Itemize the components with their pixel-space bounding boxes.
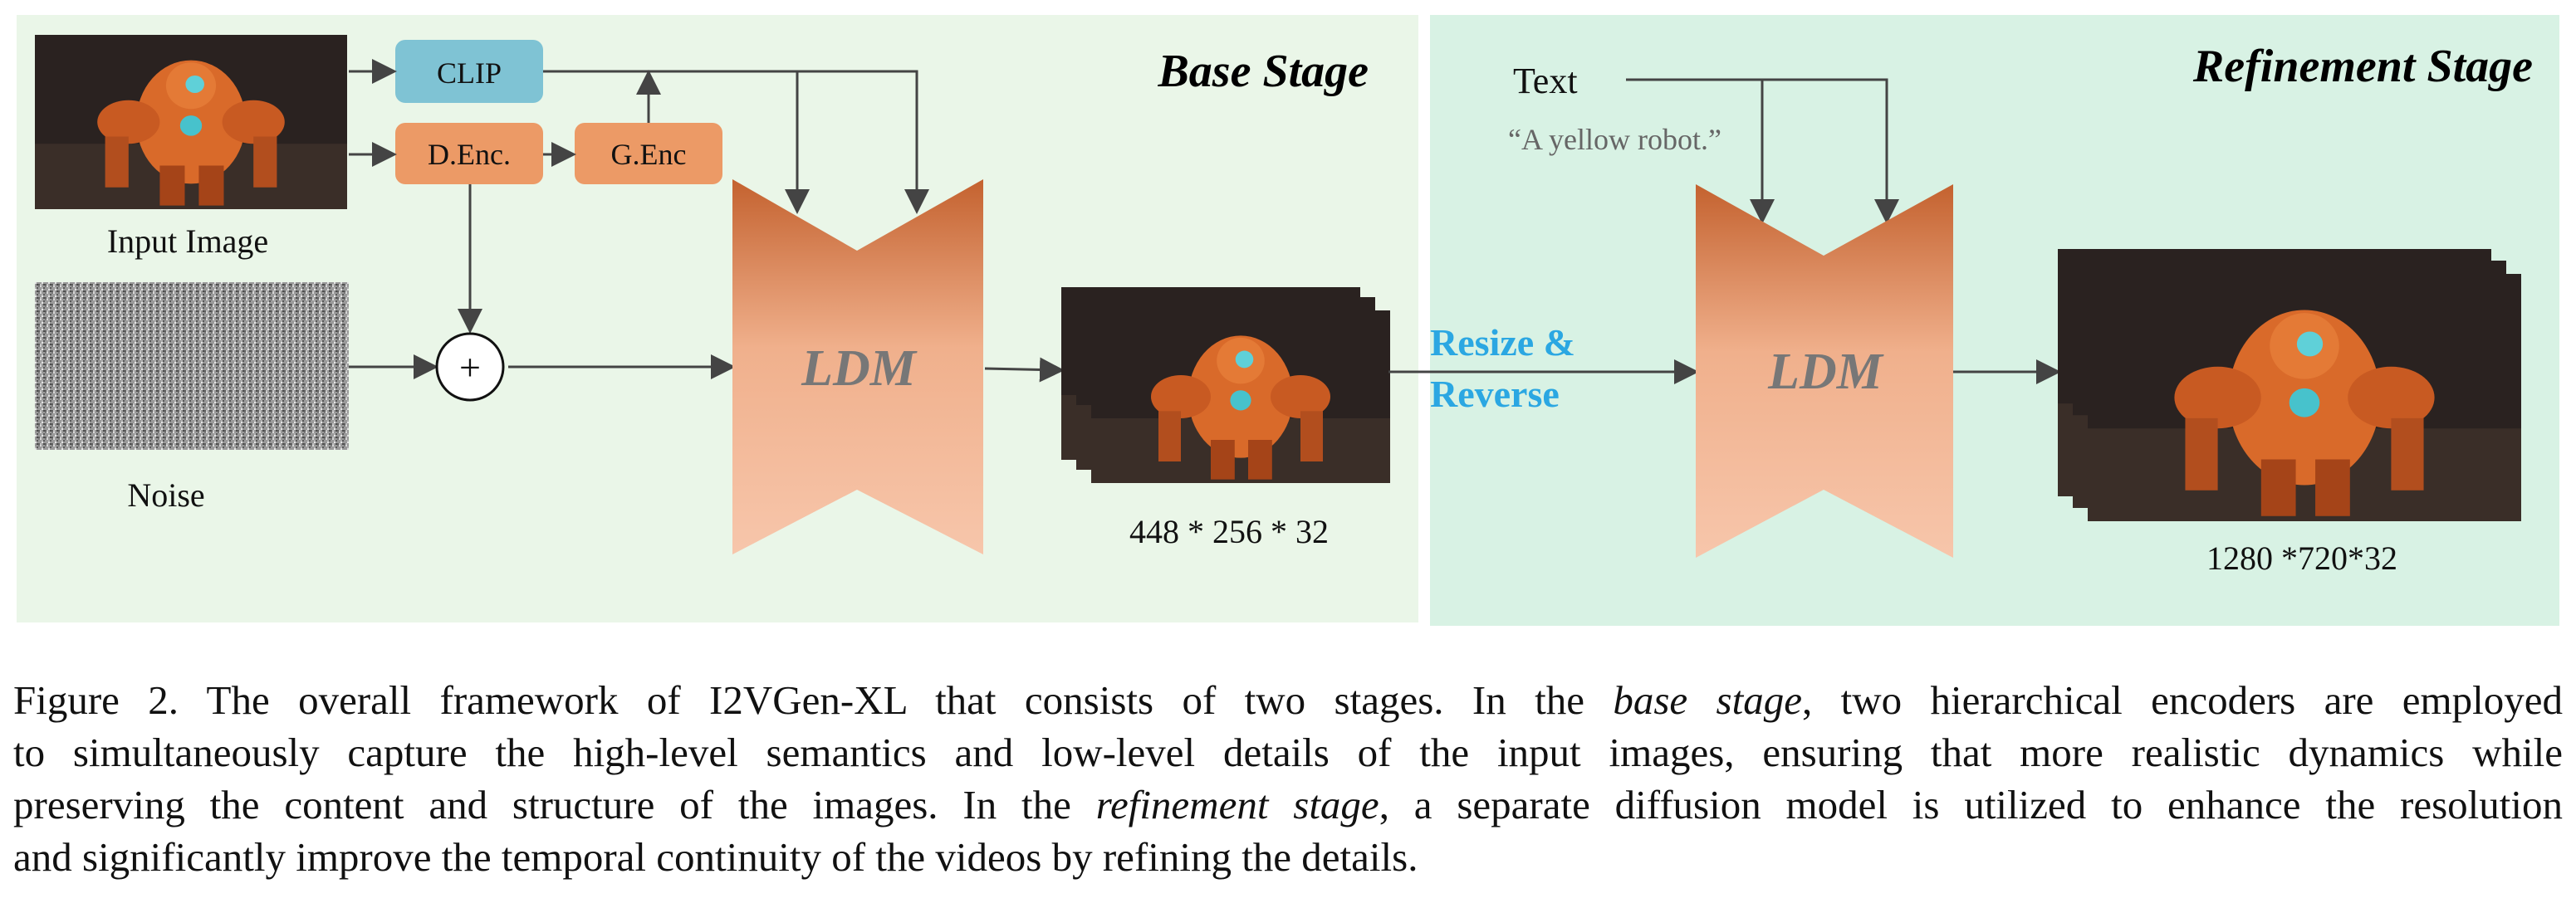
- global-encoder-box: [575, 123, 722, 184]
- transition-label-line2: Reverse: [1430, 373, 1560, 415]
- refinement-ldm-block: [1696, 184, 1953, 558]
- caption-emphasis: refinement stage: [1095, 782, 1379, 827]
- refinement-output-label: 1280 *720*32: [2206, 539, 2397, 577]
- refinement-ldm-label: LDM: [1767, 344, 1884, 400]
- clip-label: CLIP: [437, 56, 502, 90]
- caption-text: Figure 2. The overall framework of I2VGe…: [13, 677, 1614, 723]
- base-stage-arrows: [349, 59, 1065, 383]
- noise-label: Noise: [127, 476, 204, 514]
- caption-line-4: and significantly improve the temporal c…: [13, 834, 1418, 880]
- detail-encoder-box: [395, 123, 543, 184]
- caption-text: , a separate diffusion model is utilized…: [1379, 782, 2563, 827]
- figure-caption: Figure 2. The overall framework of I2VGe…: [13, 674, 2563, 883]
- add-node: [435, 332, 505, 402]
- caption-emphasis: base stage: [1613, 677, 1802, 723]
- refinement-output-frames: [2058, 249, 2521, 521]
- refinement-stage-title: Refinement Stage: [2192, 41, 2533, 92]
- clip-encoder-box: [395, 40, 543, 103]
- denc-label: D.Enc.: [428, 138, 511, 171]
- transition-label-line1: Resize &: [1430, 321, 1575, 364]
- caption-line-3: preserving the content and structure of …: [13, 779, 2563, 831]
- text-input-label: Text: [1513, 61, 1578, 101]
- base-output-frames: [1061, 287, 1390, 483]
- caption-line-2: to simultaneously capture the high-level…: [13, 730, 2563, 775]
- base-output-label: 448 * 256 * 32: [1129, 513, 1329, 550]
- genc-label: G.Enc: [611, 138, 687, 171]
- plus-symbol: +: [459, 346, 481, 388]
- caption-text: preserving the content and structure of …: [13, 782, 1096, 827]
- input-image: [35, 35, 347, 209]
- framework-diagram: Base Stage Refinement Stage Input Image …: [17, 15, 2559, 626]
- refinement-arrows: [1626, 78, 2061, 384]
- base-stage-title: Base Stage: [1157, 46, 1369, 97]
- caption-line-1: Figure 2. The overall framework of I2VGe…: [13, 674, 2563, 726]
- base-ldm-label: LDM: [801, 340, 918, 397]
- noise-image: [35, 282, 349, 450]
- prompt-text: “A yellow robot.”: [1508, 123, 1721, 156]
- base-ldm-block: [732, 179, 983, 554]
- input-image-label: Input Image: [107, 222, 268, 260]
- caption-text: , two hierarchical encoders are employed: [1801, 677, 2564, 723]
